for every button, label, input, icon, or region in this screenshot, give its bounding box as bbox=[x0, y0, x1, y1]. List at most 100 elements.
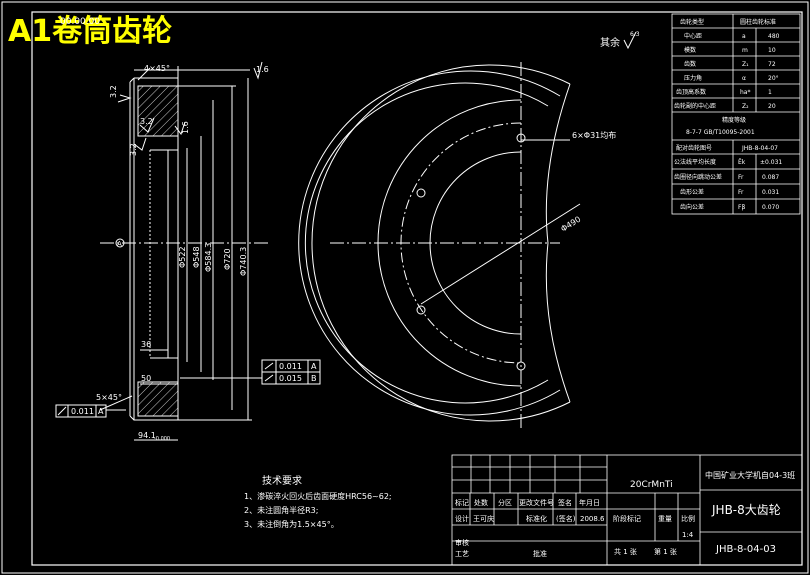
param2-sym: Fr bbox=[738, 189, 744, 196]
mate-value: JHB-8-04-07 bbox=[741, 145, 778, 152]
param-row-sym: Z₂ bbox=[742, 103, 749, 110]
chamfer-top-label: 4×45° bbox=[144, 64, 170, 73]
param-table bbox=[671, 13, 801, 215]
rough-symbol-a bbox=[139, 117, 155, 133]
tol-right-datum-1: A bbox=[311, 362, 317, 371]
tol-left-datum: A bbox=[98, 407, 104, 416]
param-header-1: 齿轮类型 bbox=[680, 18, 704, 26]
dim-94-label: 94.1 bbox=[138, 431, 156, 440]
pitch-hole-circle bbox=[400, 122, 522, 364]
param-row-name: 齿轮副的中心距 bbox=[674, 102, 716, 110]
weight-label: 重量 bbox=[658, 515, 672, 523]
stage-label: 阶段标记 bbox=[613, 514, 641, 523]
tb-header: 处数 bbox=[474, 498, 488, 507]
tech-req-item: 3、未注倒角为1.5×45°。 bbox=[244, 519, 339, 529]
rough-symbol-left bbox=[117, 94, 132, 103]
rough-other-value: 6.3 bbox=[630, 31, 640, 38]
tol-right-value-2: 0.015 bbox=[279, 374, 302, 383]
param-row-name: 模数 bbox=[684, 46, 696, 54]
param-row-val: 72 bbox=[768, 61, 776, 68]
dim-740-label: Φ740.3 bbox=[239, 247, 248, 276]
tb-standard-label: 标准化 bbox=[526, 514, 547, 523]
tech-req-title: 技术要求 bbox=[262, 474, 302, 487]
tb-design-label: 设计 bbox=[455, 514, 469, 523]
web-arc bbox=[377, 99, 522, 387]
chamfer-bottom-label: 5×45° bbox=[96, 393, 122, 402]
tip-arc bbox=[298, 70, 561, 416]
dim-94-sub: -0.000 bbox=[154, 436, 170, 442]
sheet-number: 第 1 张 bbox=[654, 547, 677, 556]
approve-label: 批准 bbox=[533, 549, 547, 558]
tol-frame-right: 0.011 A 0.015 B bbox=[180, 359, 321, 385]
param-row-val: 480 bbox=[768, 33, 780, 40]
param-row-sym: a bbox=[742, 33, 746, 40]
param2-name: 齿圈径向跳动公差 bbox=[674, 173, 722, 181]
break-line bbox=[545, 83, 571, 403]
rough-inner-c: 3.2 bbox=[129, 143, 138, 156]
param-row-val: 20° bbox=[768, 75, 779, 82]
holes-label: 6×Φ31均布 bbox=[572, 130, 616, 140]
drawing-no: JHB-8-04-03 bbox=[715, 544, 776, 555]
rough-left-value: 3.2 bbox=[109, 85, 118, 98]
chamfer-edge bbox=[129, 77, 135, 83]
dim-36-label: 36 bbox=[141, 340, 151, 349]
section-view: 00.00.00 bbox=[60, 17, 268, 441]
tb-header: 分区 bbox=[498, 498, 512, 507]
hub-profile bbox=[167, 136, 179, 382]
param-row-val: 1 bbox=[768, 89, 772, 96]
mate-label: 配对齿轮图号 bbox=[676, 144, 712, 152]
dim-720-label: Φ720 bbox=[223, 248, 232, 270]
param-header-2: 圆柱齿轮标准 bbox=[740, 18, 776, 26]
tb-header: 标记 bbox=[455, 498, 469, 507]
param2-val: 0.087 bbox=[762, 174, 779, 181]
precision-std: 8-7-7 GB/T10095-2001 bbox=[686, 129, 755, 136]
part-name: JHB-8大齿轮 bbox=[711, 503, 781, 517]
rough-inner-b: 1.6 bbox=[181, 121, 190, 134]
school: 中国矿业大学机自04-3班 bbox=[705, 470, 795, 480]
tb-signature: (签名) bbox=[556, 514, 576, 523]
bolt-hole bbox=[416, 188, 426, 198]
chamfer-edge-bottom bbox=[129, 415, 135, 421]
bolt-hole bbox=[516, 361, 526, 371]
tol-right-datum-2: B bbox=[311, 374, 317, 383]
tb-header: 签名 bbox=[558, 498, 572, 507]
dim-548-label: Φ548 bbox=[192, 246, 201, 268]
tol-frame-left: 0.011 A bbox=[55, 404, 107, 418]
front-view bbox=[298, 31, 637, 430]
param-row-sym: Z₁ bbox=[742, 61, 749, 68]
title-block-text: 20CrMnTi 中国矿业大学机自04-3班 JHB-8大齿轮 JHB-8-04… bbox=[455, 470, 795, 558]
param2-val: 0.031 bbox=[762, 189, 779, 196]
tb-date: 2008.6 bbox=[580, 515, 605, 523]
rough-other-symbol bbox=[623, 31, 637, 50]
rough-inner-a: 3.2 bbox=[140, 117, 153, 126]
tb-header: 年月日 bbox=[579, 498, 600, 507]
param2-name: 齿向公差 bbox=[680, 203, 704, 211]
leader-4x45 bbox=[137, 67, 151, 81]
param-row-name: 压力角 bbox=[684, 74, 702, 82]
tol-left-value: 0.011 bbox=[71, 407, 94, 416]
dim-584-label: Φ584.3 bbox=[204, 243, 213, 272]
hatched-bottom bbox=[137, 381, 179, 417]
param-row-name: 齿顶高系数 bbox=[676, 88, 706, 96]
hatched-top bbox=[137, 85, 179, 137]
rough-top-right: 1.6 bbox=[256, 65, 269, 74]
param-row-val: 20 bbox=[768, 103, 776, 110]
rough-symbol-b bbox=[174, 121, 186, 136]
param-row-val: 10 bbox=[768, 47, 776, 54]
param-row-sym: α bbox=[742, 75, 746, 82]
leader-5x45 bbox=[99, 395, 133, 411]
tech-req-item: 1、渗碳淬火回火后齿面硬度HRC56~62; bbox=[244, 491, 392, 501]
outer-arc bbox=[311, 64, 571, 422]
param-row-sym: m bbox=[742, 47, 748, 54]
rough-other-label: 其余 bbox=[600, 36, 620, 49]
dim-522-label: Φ522 bbox=[178, 246, 187, 268]
radius-dim-line bbox=[420, 203, 581, 305]
datum-a-letter: A bbox=[117, 240, 122, 248]
rough-symbol-c bbox=[133, 137, 147, 151]
param2-sym: Fr bbox=[738, 174, 744, 181]
param-row-name: 中心距 bbox=[684, 32, 702, 40]
param2-name: 公法线平均长度 bbox=[674, 158, 716, 166]
param2-val: ±0.031 bbox=[760, 159, 782, 166]
